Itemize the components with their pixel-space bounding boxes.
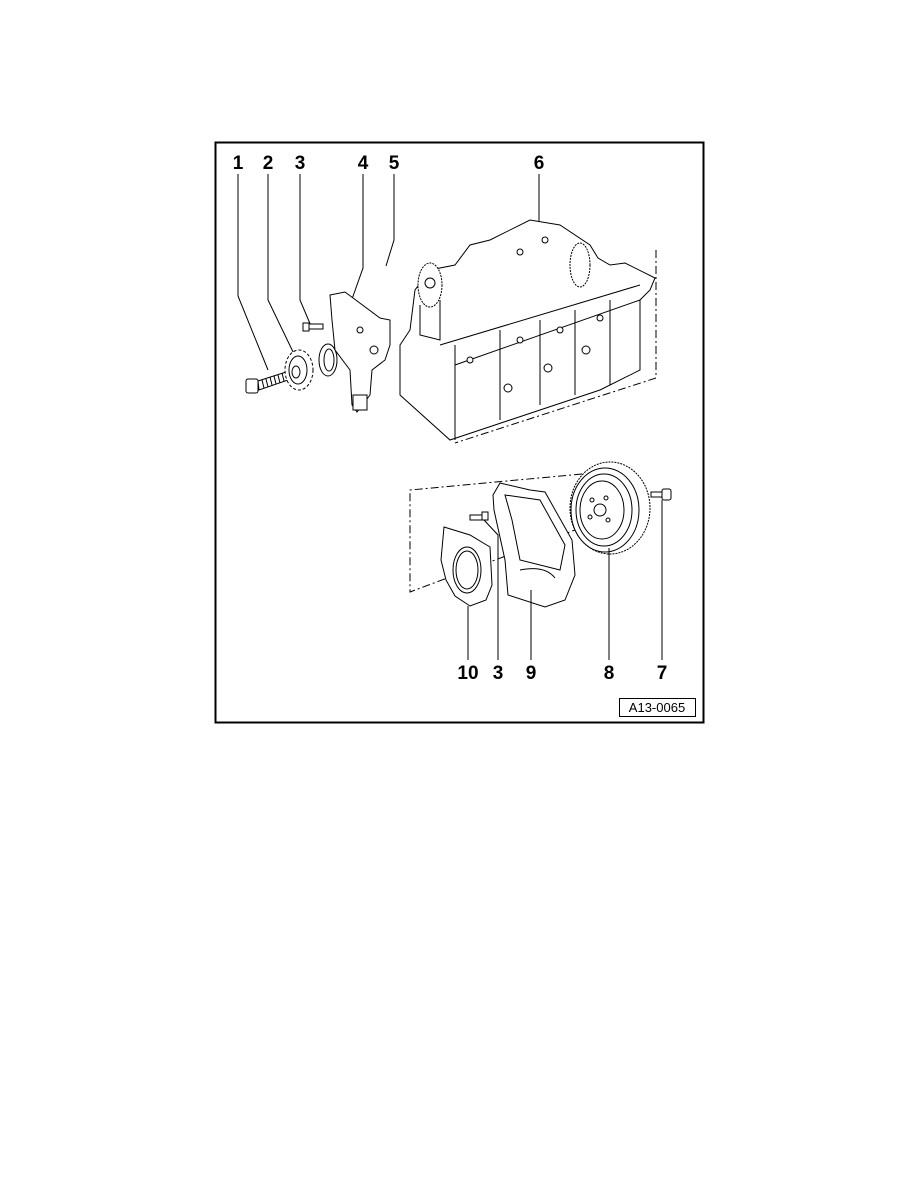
callout-6: 6	[534, 153, 545, 174]
figure-code: A13-0065	[629, 700, 685, 715]
callout-2: 2	[263, 153, 274, 174]
callouts-top: 1 2 3 4 5 6	[233, 153, 545, 174]
oil-pump-part-4-5	[318, 291, 391, 413]
callout-3: 3	[295, 153, 306, 174]
bolt-part-3-top	[302, 322, 324, 332]
figure-code-box	[619, 698, 696, 717]
leader-lines-bottom	[467, 500, 663, 660]
callout-8: 8	[604, 663, 615, 684]
bolt-part-7	[650, 488, 672, 501]
intermediate-plate-part-9	[492, 482, 576, 608]
callout-9: 9	[526, 663, 537, 684]
callout-4: 4	[358, 153, 369, 174]
assembly-line-top	[454, 250, 657, 444]
assembly-line-bottom	[409, 473, 583, 593]
engine-block-part-6	[399, 219, 656, 441]
flywheel-part-8	[569, 461, 651, 555]
callout-1: 1	[233, 153, 244, 174]
callout-10: 10	[457, 663, 478, 684]
callout-3-bottom: 3	[493, 663, 504, 684]
sprocket-part-2	[284, 349, 314, 391]
bolt-part-3-bottom	[469, 511, 489, 521]
callout-7: 7	[657, 663, 668, 684]
callout-5: 5	[389, 153, 400, 174]
callouts-bottom: 10 3 9 8 7	[457, 663, 667, 684]
seal-flange-part-10	[440, 526, 493, 607]
bolt-part-1	[245, 371, 289, 394]
